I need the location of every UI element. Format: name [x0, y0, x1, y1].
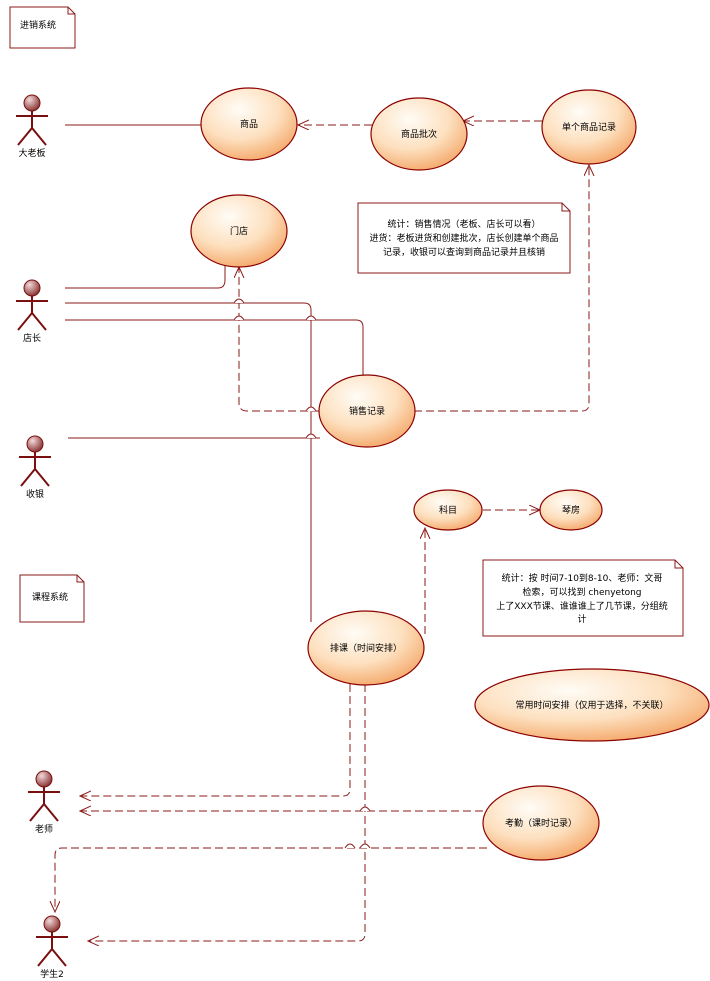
actor-cashier[interactable]: 收银 [19, 435, 51, 500]
actor-teacher-label: 老师 [35, 823, 53, 835]
usecase-schedule[interactable]: 排课（时间安排） [307, 610, 425, 686]
note-sales-line-1: 统计：销售情况（老板、店长可以看） [387, 218, 540, 230]
package-sales-system: 进销系统 [9, 6, 76, 49]
note-course-line-1: 统计：按 时间7-10到8-10、老师：文哥 [502, 572, 663, 584]
dep-schedule-student [88, 684, 366, 941]
usecase-batch-label: 商品批次 [401, 128, 437, 140]
note-course-line-4: 计 [577, 613, 586, 625]
usecase-subject[interactable]: 科目 [413, 489, 483, 531]
jump-3 [305, 315, 317, 321]
jump-6 [359, 806, 371, 812]
actor-teacher[interactable]: 老师 [28, 770, 60, 835]
usecase-goods[interactable]: 商品 [200, 87, 298, 161]
usecase-schedule-label: 排课（时间安排） [330, 642, 402, 654]
assoc-manager-sales-record [65, 319, 364, 377]
dep-sales-record-single [414, 165, 589, 412]
note-sales-line-3: 记录，收银可以查询到商品记录并且核销 [383, 246, 545, 258]
note-sales-line-2: 进货：老板进货和创建批次，店长创建单个商品 [369, 232, 558, 244]
line-jumps [233, 298, 371, 849]
dep-schedule-teacher [80, 684, 351, 796]
usecase-sales-record[interactable]: 销售记录 [318, 374, 416, 448]
actor-manager[interactable]: 店长 [16, 279, 48, 344]
jump-7 [344, 843, 356, 849]
note-course-statistics: 统计：按 时间7-10到8-10、老师：文哥 检索，可以找到 chenyeton… [482, 559, 684, 637]
actor-manager-label: 店长 [23, 332, 41, 344]
usecase-store-label: 门店 [230, 225, 248, 237]
jump-2 [233, 315, 245, 321]
note-sales-statistics: 统计：销售情况（老板、店长可以看） 进货：老板进货和创建批次，店长创建单个商品 … [357, 202, 571, 274]
package-course-system: 课程系统 [19, 574, 85, 623]
jump-1 [233, 298, 245, 304]
usecase-attendance[interactable]: 考勤（课时记录） [482, 785, 600, 861]
usecase-piano-room-label: 琴房 [562, 504, 580, 516]
usecase-common-time[interactable]: 常用时间安排（仅用于选择，不关联） [474, 668, 710, 742]
note-course-line-2: 检索，可以找到 chenyetong [522, 586, 641, 598]
jump-8 [359, 843, 371, 849]
package-course-label: 课程系统 [32, 591, 68, 603]
dep-attendance-student [55, 847, 487, 912]
actor-cashier-label: 收银 [26, 488, 44, 500]
usecase-attendance-label: 考勤（课时记录） [505, 817, 577, 829]
usecase-sales-record-label: 销售记录 [349, 405, 385, 417]
usecase-common-time-label: 常用时间安排（仅用于选择，不关联） [515, 699, 668, 711]
package-sales-label: 进销系统 [20, 19, 56, 31]
usecase-single-record-label: 单个商品记录 [562, 121, 616, 133]
actor-boss[interactable]: 大老板 [16, 94, 48, 159]
usecase-subject-label: 科目 [439, 504, 457, 516]
jump-4 [305, 406, 317, 412]
jump-5 [305, 433, 317, 439]
actor-student-label: 学生2 [40, 968, 64, 980]
dep-sales-record-store [239, 267, 320, 412]
actor-student[interactable]: 学生2 [36, 915, 68, 980]
actor-boss-label: 大老板 [18, 147, 45, 159]
usecase-goods-label: 商品 [240, 118, 258, 130]
usecase-single-record[interactable]: 单个商品记录 [541, 89, 637, 165]
connectors [55, 121, 589, 941]
note-course-line-3: 上了XXX节课、谁谁谁上了几节课，分组统 [496, 600, 668, 612]
usecase-store[interactable]: 门店 [190, 194, 288, 268]
assoc-manager-schedule [65, 302, 312, 622]
usecase-batch[interactable]: 商品批次 [370, 97, 468, 171]
assoc-manager-store [65, 263, 226, 289]
usecase-piano-room[interactable]: 琴房 [539, 489, 603, 531]
